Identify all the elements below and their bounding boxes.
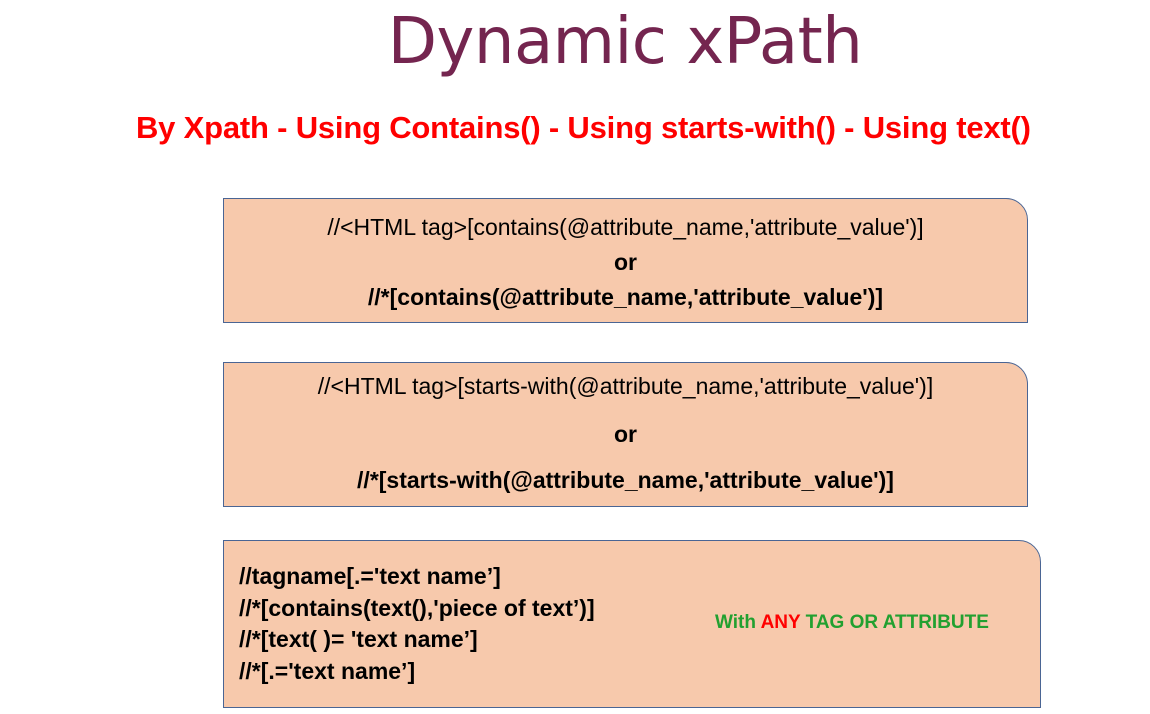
starts-with-tag-syntax: //<HTML tag>[starts-with(@attribute_name… — [317, 373, 934, 399]
starts-with-or-separator: or — [614, 421, 637, 447]
contains-or-separator: or — [614, 249, 637, 275]
note-suffix: TAG OR ATTRIBUTE — [800, 612, 989, 633]
page-title: Dynamic xPath — [387, 5, 863, 79]
contains-syntax-box: //<HTML tag>[contains(@attribute_name,'a… — [223, 198, 1028, 323]
note-prefix: With — [715, 612, 761, 633]
starts-with-syntax-box: //<HTML tag>[starts-with(@attribute_name… — [223, 362, 1028, 507]
any-tag-note: With ANY TAG OR ATTRIBUTE — [715, 611, 989, 635]
text-syntax-line: //*[text( )= 'text name’] — [239, 626, 478, 652]
contains-tag-syntax: //<HTML tag>[contains(@attribute_name,'a… — [327, 214, 924, 240]
text-syntax-box: //tagname[.='text name’] //*[contains(te… — [223, 540, 1041, 708]
note-highlight: ANY — [760, 612, 801, 633]
text-syntax-line: //*[contains(text(),'piece of text’)] — [239, 594, 595, 621]
text-syntax-line: //*[.='text name’] — [239, 657, 416, 684]
page-subtitle: By Xpath - Using Contains() - Using star… — [136, 110, 1031, 145]
contains-wildcard-syntax: //*[contains(@attribute_name,'attribute_… — [367, 284, 884, 310]
starts-with-wildcard-syntax: //*[starts-with(@attribute_name,'attribu… — [357, 467, 894, 493]
text-syntax-line: //tagname[.='text name’] — [239, 563, 501, 589]
text-syntax-list: //tagname[.='text name’] //*[contains(te… — [239, 561, 595, 687]
